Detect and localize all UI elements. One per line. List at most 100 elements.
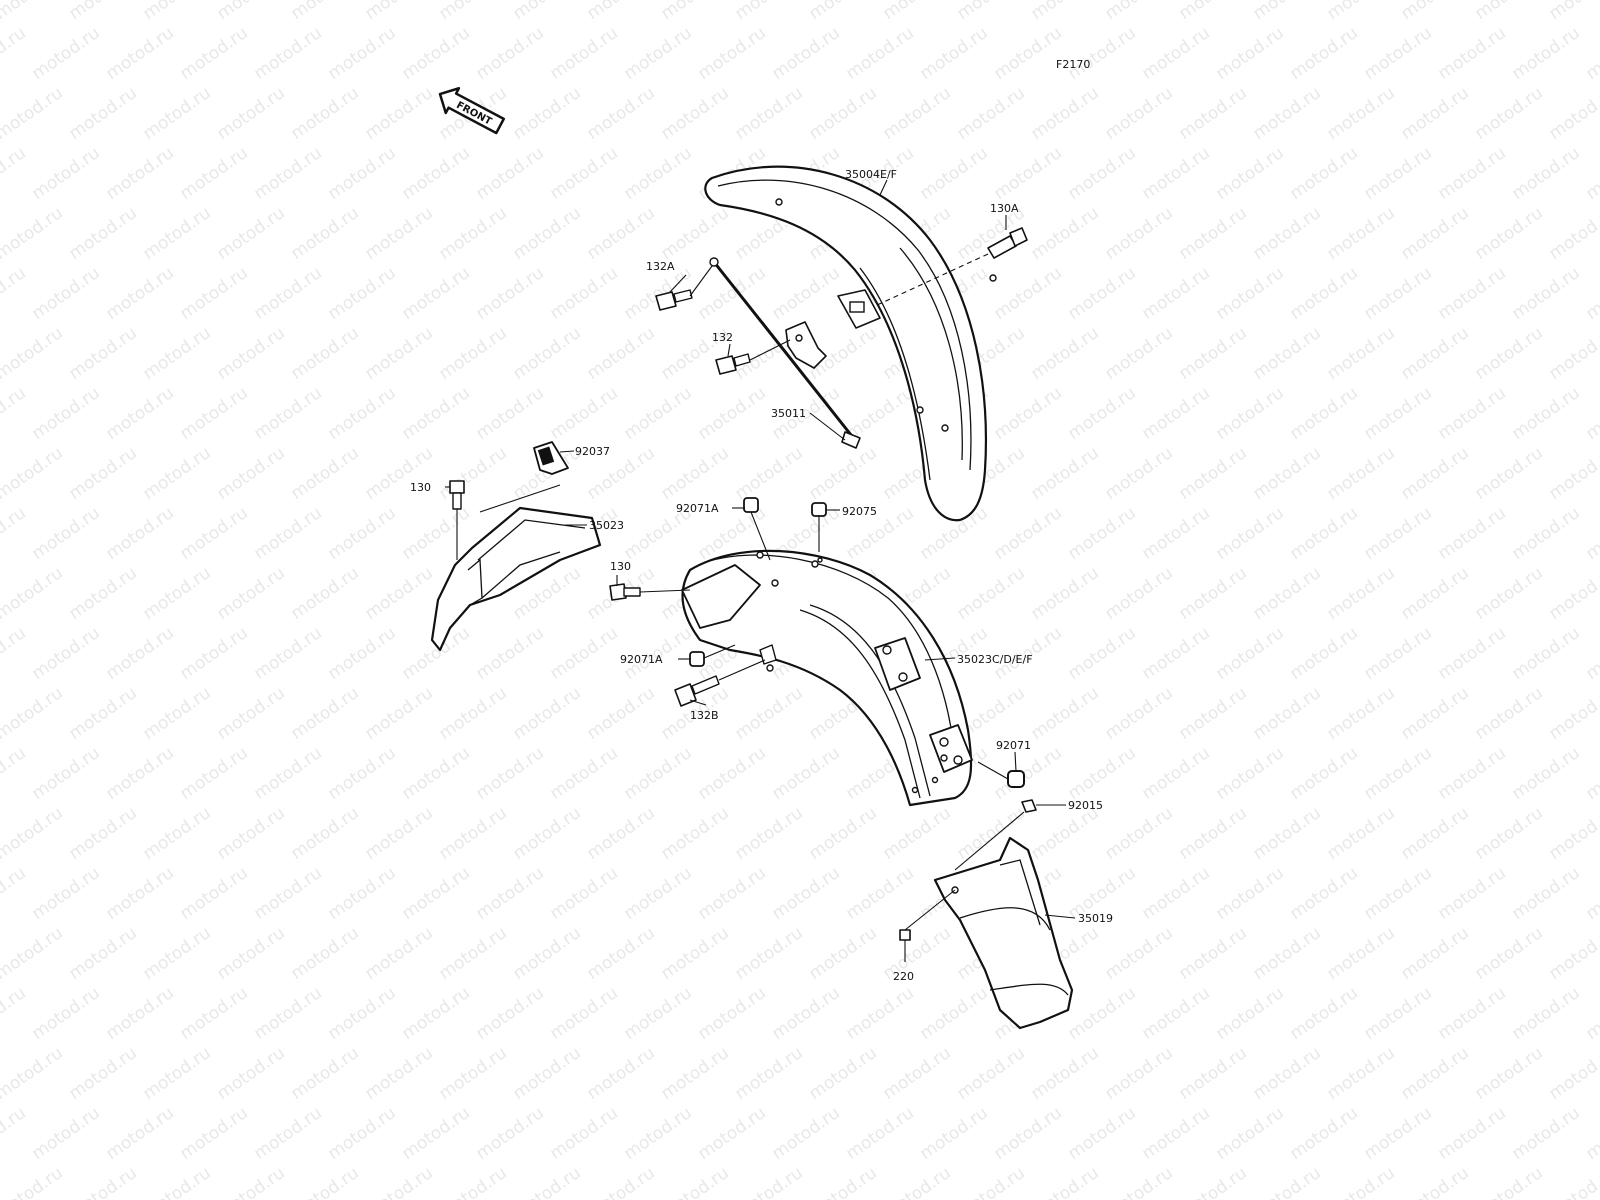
- grommet-92071a-top: [743, 497, 771, 561]
- callout-130-mid: 130: [610, 560, 631, 573]
- watermark-text: motod.ru: [1508, 23, 1583, 84]
- watermark-text: motod.ru: [361, 683, 436, 744]
- callout-92071a-bottom: 92071A: [620, 653, 663, 666]
- diagram-code: F2170: [1056, 58, 1090, 71]
- watermark-text: motod.ru: [731, 0, 806, 24]
- watermark-text: motod.ru: [398, 23, 473, 84]
- watermark-text: motod.ru: [1027, 83, 1102, 144]
- watermark-text: motod.ru: [1027, 803, 1102, 864]
- watermark-text: motod.ru: [1175, 443, 1250, 504]
- watermark-text: motod.ru: [324, 503, 399, 564]
- watermark-text: motod.ru: [990, 503, 1065, 564]
- callout-92015: 92015: [1068, 799, 1103, 812]
- watermark-text: motod.ru: [1286, 383, 1361, 444]
- watermark-text: motod.ru: [1508, 263, 1583, 324]
- watermark-text: motod.ru: [287, 443, 362, 504]
- callout-35019: 35019: [1078, 912, 1113, 925]
- rear-fender: [681, 549, 973, 807]
- watermark-text: motod.ru: [1027, 443, 1102, 504]
- watermark-text: motod.ru: [472, 383, 547, 444]
- watermark-text: motod.ru: [1249, 203, 1324, 264]
- nut-92015: [954, 799, 1037, 871]
- watermark-text: motod.ru: [0, 203, 67, 264]
- watermark-text: motod.ru: [324, 863, 399, 924]
- watermark-text: motod.ru: [472, 143, 547, 204]
- mud-flap-35019: [933, 836, 1074, 1030]
- watermark-text: motod.ru: [1471, 923, 1546, 984]
- watermark-text: motod.ru: [1212, 743, 1287, 804]
- watermark-text: motod.ru: [546, 623, 621, 684]
- watermark-text: motod.ru: [1360, 1103, 1435, 1164]
- watermark-text: motod.ru: [287, 1043, 362, 1104]
- watermark-text: motod.ru: [398, 383, 473, 444]
- watermark-text: motod.ru: [1434, 383, 1509, 444]
- watermark-text: motod.ru: [1545, 1043, 1600, 1104]
- watermark-text: motod.ru: [1471, 203, 1546, 264]
- watermark-text: motod.ru: [694, 23, 769, 84]
- watermark-text: motod.ru: [1064, 23, 1139, 84]
- watermark-text: motod.ru: [28, 263, 103, 324]
- watermark-text: motod.ru: [583, 683, 658, 744]
- watermark-text: motod.ru: [1397, 563, 1472, 624]
- bolt-132: [715, 339, 791, 375]
- watermark-text: motod.ru: [879, 1163, 954, 1200]
- watermark-text: motod.ru: [28, 863, 103, 924]
- watermark-text: motod.ru: [0, 803, 67, 864]
- watermark-text: motod.ru: [361, 83, 436, 144]
- callout-rear-fender: 35023C/D/E/F: [957, 653, 1033, 666]
- watermark-text: motod.ru: [1508, 143, 1583, 204]
- watermark-text: motod.ru: [1101, 323, 1176, 384]
- watermark-text: motod.ru: [1101, 1163, 1176, 1200]
- watermark-text: motod.ru: [583, 203, 658, 264]
- watermark-text: motod.ru: [916, 1103, 991, 1164]
- watermark-text: motod.ru: [731, 683, 806, 744]
- watermark-text: motod.ru: [287, 563, 362, 624]
- watermark-text: motod.ru: [1249, 923, 1324, 984]
- watermark-text: motod.ru: [1323, 683, 1398, 744]
- watermark-text: motod.ru: [435, 1163, 510, 1200]
- watermark-text: motod.ru: [509, 1163, 584, 1200]
- watermark-text: motod.ru: [916, 143, 991, 204]
- grommet-92071a-bottom: [689, 644, 736, 667]
- watermark-text: motod.ru: [583, 0, 658, 24]
- watermark-text: motod.ru: [1471, 0, 1546, 24]
- watermark-text: motod.ru: [1471, 1043, 1546, 1104]
- watermark-text: motod.ru: [1508, 503, 1583, 564]
- watermark-text: motod.ru: [1323, 443, 1398, 504]
- watermark-text: motod.ru: [213, 803, 288, 864]
- watermark-text: motod.ru: [768, 743, 843, 804]
- watermark-text: motod.ru: [361, 443, 436, 504]
- watermark-text: motod.ru: [583, 323, 658, 384]
- watermark-text: motod.ru: [1582, 623, 1600, 684]
- watermark-text: motod.ru: [731, 1043, 806, 1104]
- watermark-text: motod.ru: [361, 803, 436, 864]
- watermark-text: motod.ru: [694, 743, 769, 804]
- watermark-text: motod.ru: [213, 1043, 288, 1104]
- watermark-text: motod.ru: [879, 923, 954, 984]
- watermark-text: motod.ru: [28, 23, 103, 84]
- watermark-text: motod.ru: [435, 323, 510, 384]
- bolt-130-mid: [609, 583, 691, 601]
- watermark-text: motod.ru: [398, 143, 473, 204]
- watermark-text: motod.ru: [0, 923, 67, 984]
- watermark-text: motod.ru: [1064, 983, 1139, 1044]
- watermark-text: motod.ru: [472, 623, 547, 684]
- watermark-text: motod.ru: [1212, 143, 1287, 204]
- watermark-text: motod.ru: [1027, 323, 1102, 384]
- watermark-text: motod.ru: [176, 263, 251, 324]
- watermark-text: motod.ru: [916, 23, 991, 84]
- watermark-text: motod.ru: [1582, 143, 1600, 204]
- watermark-text: motod.ru: [1397, 323, 1472, 384]
- watermark-text: motod.ru: [1286, 863, 1361, 924]
- watermark-text: motod.ru: [842, 23, 917, 84]
- watermark-text: motod.ru: [1582, 743, 1600, 804]
- watermark-text: motod.ru: [0, 323, 67, 384]
- watermark-text: motod.ru: [28, 143, 103, 204]
- watermark-text: motod.ru: [102, 263, 177, 324]
- watermark-text: motod.ru: [1064, 143, 1139, 204]
- watermark-text: motod.ru: [139, 443, 214, 504]
- watermark-text: motod.ru: [0, 983, 30, 1044]
- bolt-130a: [874, 227, 1028, 307]
- watermark-text: motod.ru: [0, 143, 30, 204]
- watermark-text: motod.ru: [1249, 443, 1324, 504]
